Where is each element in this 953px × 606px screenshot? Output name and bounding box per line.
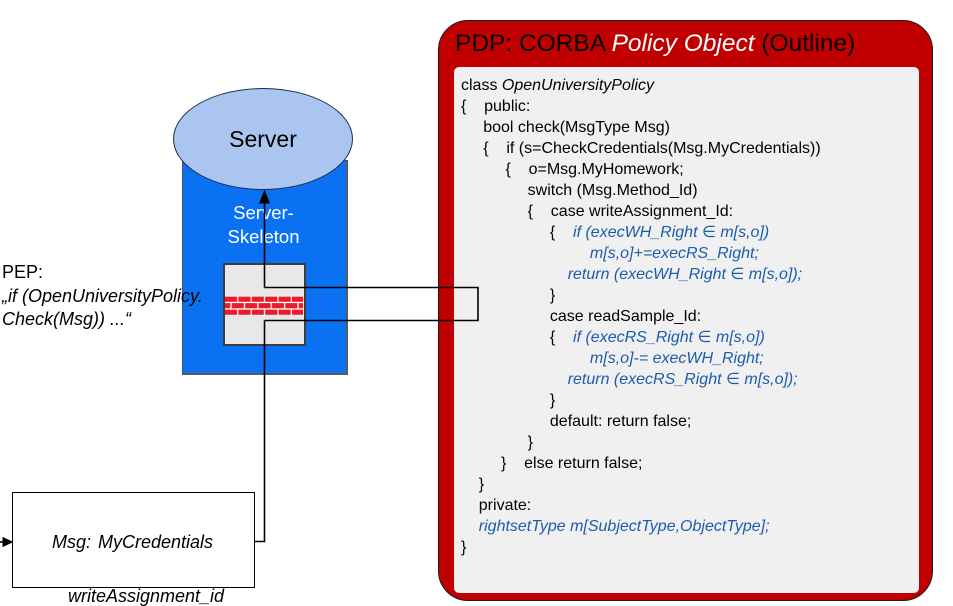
text-segment: PDP: CORBA: [455, 30, 612, 57]
text-segment: }: [461, 476, 485, 493]
msg-row: Msg: MyCredentials: [22, 502, 254, 583]
text-segment: { case writeAssignment_Id:: [461, 203, 734, 220]
code-line: case readSample_Id:: [461, 306, 919, 327]
pep-code-line-1: „if (OpenUniversityPolicy.: [2, 285, 203, 306]
msg-item: writeAssignment_id: [68, 586, 225, 606]
code-line: return (execRS_Right ∈ m[s,o]);: [461, 369, 919, 390]
code-line: } else return false;: [461, 453, 919, 474]
server-ellipse: Server: [173, 88, 353, 190]
text-segment: [461, 266, 568, 283]
text-segment: class: [461, 77, 502, 94]
text-segment: }: [461, 392, 556, 409]
pep-code-line-2: Check(Msg)) ...“: [2, 309, 132, 329]
code-line: { if (s=CheckCredentials(Msg.MyCredentia…: [461, 138, 919, 159]
text-segment: [461, 245, 590, 262]
code-line: default: return false;: [461, 411, 919, 432]
code-line: m[s,o]+=execRS_Right;: [461, 243, 919, 264]
text-segment: m[s,o]+=execRS_Right;: [589, 245, 759, 262]
text-segment: return (execWH_Right ∈ m[s,o]);: [567, 266, 803, 283]
code-line: { public:: [461, 96, 919, 117]
code-line: switch (Msg.Method_Id): [461, 180, 919, 201]
code-line: }: [461, 537, 919, 558]
text-segment: { o=Msg.MyHomework;: [461, 161, 684, 178]
pdp-title: PDP: CORBA Policy Object (Outline): [455, 30, 920, 58]
code-line: bool check(MsgType Msg): [461, 117, 919, 138]
text-segment: (Outline): [754, 30, 856, 57]
text-segment: bool check(MsgType Msg): [461, 119, 670, 136]
text-segment: {: [461, 329, 574, 346]
text-segment: [461, 371, 568, 388]
text-segment: m[s,o]-= execWH_Right;: [589, 350, 764, 367]
policy-code: class OpenUniversityPolicy { public: bool…: [454, 67, 919, 558]
text-segment: Policy Object: [611, 30, 755, 57]
text-segment: case readSample_Id:: [461, 308, 702, 325]
pep-label: PEP: „if (OpenUniversityPolicy. Check(Ms…: [2, 261, 262, 332]
text-segment: [461, 518, 479, 535]
text-segment: default: return false;: [461, 413, 692, 430]
text-segment: rightsetType m[SubjectType,ObjectType];: [478, 518, 770, 535]
msg-prefix: Msg:: [52, 532, 92, 552]
text-segment: return (execRS_Right ∈ m[s,o]);: [567, 371, 798, 388]
text-segment: }: [461, 287, 556, 304]
msg-box: Msg:MyCredentials writeAssignment_id MyH…: [12, 492, 255, 606]
text-segment: [461, 350, 590, 367]
pdp-panel: PDP: CORBA Policy Object (Outline) class…: [438, 20, 933, 601]
text-segment: switch (Msg.Method_Id): [461, 182, 698, 199]
code-line: return (execWH_Right ∈ m[s,o]);: [461, 264, 919, 285]
text-segment: } else return false;: [461, 455, 643, 472]
pdp-code-panel: class OpenUniversityPolicy { public: bool…: [454, 67, 919, 593]
code-line: }: [461, 432, 919, 453]
text-segment: { public:: [461, 98, 531, 115]
code-line: { o=Msg.MyHomework;: [461, 159, 919, 180]
code-line: }: [461, 285, 919, 306]
code-line: private:: [461, 495, 919, 516]
code-line: { if (execWH_Right ∈ m[s,o]): [461, 222, 919, 243]
text-segment: }: [461, 539, 467, 556]
code-line: { case writeAssignment_Id:: [461, 201, 919, 222]
text-segment: }: [461, 434, 534, 451]
text-segment: if (execRS_Right ∈ m[s,o]): [573, 329, 765, 346]
text-segment: { if (s=CheckCredentials(Msg.MyCredentia…: [461, 140, 821, 157]
text-segment: if (execWH_Right ∈ m[s,o]): [573, 224, 770, 241]
code-line: m[s,o]-= execWH_Right;: [461, 348, 919, 369]
server-skeleton-line2: Skeleton: [227, 226, 300, 247]
server-skeleton-label: Server- Skeleton: [182, 201, 345, 249]
text-segment: OpenUniversityPolicy: [501, 77, 654, 94]
code-line: { if (execRS_Right ∈ m[s,o]): [461, 327, 919, 348]
code-line: class OpenUniversityPolicy: [461, 75, 919, 96]
code-line: }: [461, 474, 919, 495]
pep-title: PEP:: [2, 262, 44, 282]
code-line: rightsetType m[SubjectType,ObjectType];: [461, 516, 919, 537]
text-segment: {: [461, 224, 574, 241]
msg-item: MyCredentials: [98, 532, 214, 552]
server-skeleton-line1: Server-: [233, 202, 294, 223]
text-segment: private:: [461, 497, 532, 514]
server-label: Server: [229, 125, 297, 152]
code-line: }: [461, 390, 919, 411]
